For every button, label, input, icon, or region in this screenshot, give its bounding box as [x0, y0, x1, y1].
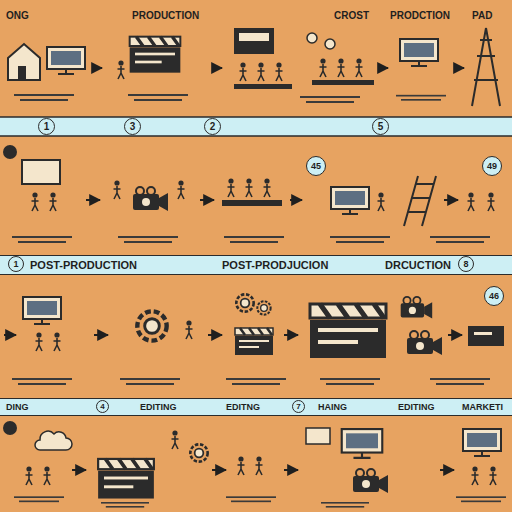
band-label: EDITING — [398, 402, 435, 412]
text-slot: 1 — [9, 257, 23, 271]
text-slot: HAING — [318, 399, 347, 415]
text-slot: DING — [6, 399, 29, 415]
callout-number: 2 — [210, 121, 216, 132]
text-slot: 4 — [97, 401, 108, 412]
text-slot: EDITING — [140, 399, 177, 415]
step-number: 49 — [482, 156, 502, 176]
text-slot: 5 — [373, 119, 388, 134]
band-label: DRCUCTION — [385, 259, 451, 271]
text-slot: 7 — [293, 401, 304, 412]
band-label: HAING — [318, 402, 347, 412]
callout-number: 5 — [378, 121, 384, 132]
text-slot: POST-PRODUCTION — [30, 256, 137, 274]
text-slot: 1 — [39, 119, 54, 134]
text-slot: POST-PRODJUCION — [222, 256, 328, 274]
callout-number: 7 — [296, 402, 300, 411]
callout-number: 3 — [130, 121, 136, 132]
text-slot: EDITING — [398, 399, 435, 415]
text-slot: 49 — [483, 157, 501, 175]
band-label: DING — [6, 402, 29, 412]
band-label: POST-PRODJUCION — [222, 259, 328, 271]
callout-number: 46 — [489, 291, 499, 301]
step-number: 8 — [458, 256, 474, 272]
step-number: 1 — [8, 256, 24, 272]
callout-number: 1 — [44, 121, 50, 132]
text-slot: PRODUCTION — [132, 8, 199, 22]
band-label: EDITNG — [226, 402, 260, 412]
callout-number: 45 — [311, 161, 321, 171]
text-slot: PRODCTION — [390, 8, 450, 22]
callout-number: 1 — [13, 259, 18, 269]
band-label: EDITING — [140, 402, 177, 412]
callout-number: 4 — [100, 402, 104, 411]
text-slot: 3 — [125, 119, 140, 134]
stage-panel: PAD — [464, 2, 510, 110]
stage-heading: PRODUCTION — [132, 10, 199, 21]
text-slot: PAD — [472, 8, 492, 22]
text-slot: 46 — [485, 287, 503, 305]
callout-number: 49 — [487, 161, 497, 171]
step-number: 4 — [96, 400, 109, 413]
flow-arrow — [456, 67, 464, 69]
step-number: 7 — [292, 400, 305, 413]
stage-panel: PRODCTION — [388, 2, 456, 110]
band-label: POST-PRODUCTION — [30, 259, 137, 271]
text-slot: 8 — [459, 257, 473, 271]
text-slot: ONG — [6, 8, 29, 22]
text-slot: 45 — [307, 157, 325, 175]
stage-panel: PRODUCTION — [102, 2, 212, 110]
phase-band: POST-PRODUCTION POST-PRODJUCION DRCUCTION 1… — [0, 255, 512, 275]
stage-panel: ONG — [0, 2, 92, 110]
step-number: 3 — [124, 118, 141, 135]
text-slot: MARKETI — [462, 399, 503, 415]
phase-band: DING EDITING EDITNG HAING EDITING MARKETI 4 7 — [0, 398, 512, 416]
text-slot: DRCUCTION — [385, 256, 451, 274]
step-number: 2 — [204, 118, 221, 135]
stage-heading: ONG — [6, 10, 29, 21]
stage-panel: CROST — [222, 2, 380, 110]
flow-arrow — [380, 67, 388, 69]
stage-heading: PAD — [472, 10, 492, 21]
callout-number: 8 — [463, 259, 468, 269]
text-slot: EDITNG — [226, 399, 260, 415]
stage-heading: CROST — [334, 10, 369, 21]
stage-heading: PRODCTION — [390, 10, 450, 21]
step-number: 1 — [38, 118, 55, 135]
step-number: 46 — [484, 286, 504, 306]
step-number: 45 — [306, 156, 326, 176]
flow-arrow — [92, 67, 102, 69]
step-number: 5 — [372, 118, 389, 135]
text-slot: CROST — [334, 8, 369, 22]
text-slot: 2 — [205, 119, 220, 134]
flow-arrow — [212, 67, 222, 69]
band-label: MARKETI — [462, 402, 503, 412]
